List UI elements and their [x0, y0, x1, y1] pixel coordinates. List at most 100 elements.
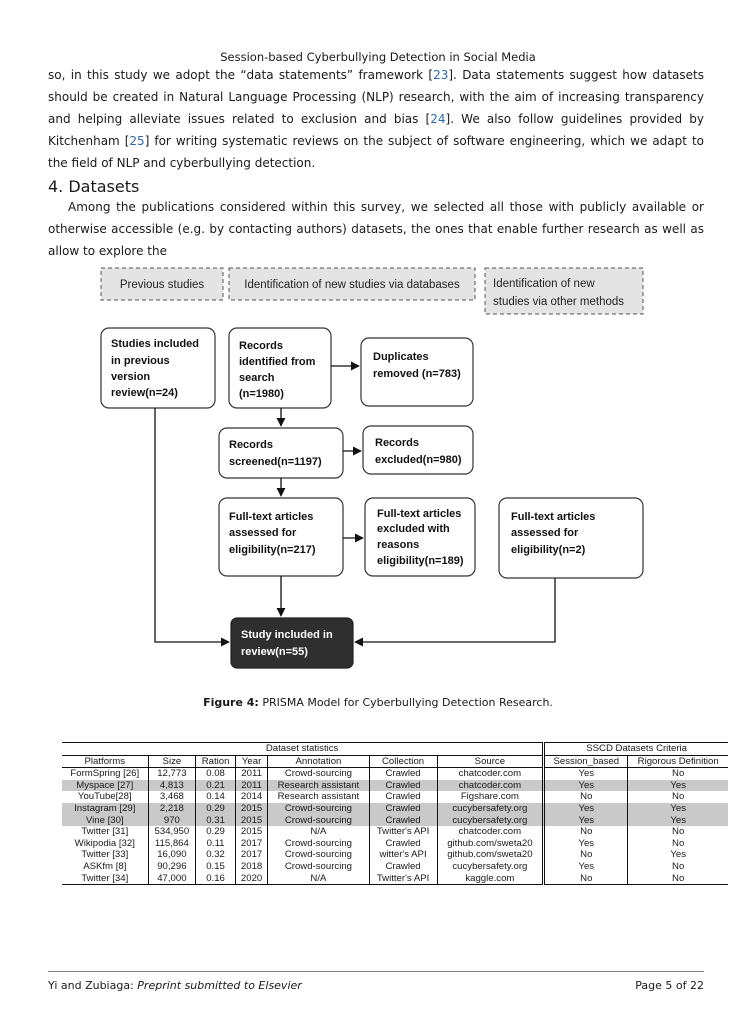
table-cell: 47,000 — [147, 872, 196, 885]
citation-link[interactable]: 25 — [129, 134, 145, 148]
table-cell: FormSpring [26] — [70, 768, 140, 780]
header-other-label-1: Identification of new — [493, 278, 595, 290]
table-cell: Yes — [542, 860, 628, 873]
prisma-flow-diagram: Previous studies Identification of new s… — [100, 267, 644, 669]
table-cell: Yes — [627, 779, 728, 792]
table-cell: No — [542, 791, 628, 803]
table-cell: No — [627, 860, 728, 873]
table-cell: Crowd-sourcing — [267, 860, 370, 873]
table-cell: Crawled — [368, 802, 438, 815]
dataset-table: Dataset statistics SSCD Datasets Criteri… — [62, 742, 728, 885]
table-group-right: SSCD Datasets Criteria — [542, 742, 728, 756]
box-records-screened: Records screened(n=1197) — [218, 427, 344, 479]
table-cell: 4,813 — [147, 779, 196, 792]
table-cell: cucybersafety.org — [436, 802, 544, 815]
table-cell: 2020 — [234, 872, 268, 885]
table-cell: N/A — [267, 872, 370, 885]
table-cell: Twitter [31] — [81, 826, 129, 838]
table-cell: 0.15 — [195, 860, 236, 873]
table-cell: Crowd-sourcing — [267, 837, 370, 850]
table-cell: Twitter's API — [368, 826, 438, 838]
table-cell: Twitter [34] — [81, 872, 129, 884]
table-cell: 534,950 — [147, 826, 196, 838]
table-cell: witter's API — [368, 849, 438, 861]
footer-rule — [48, 971, 704, 972]
table-cell: 2,218 — [147, 802, 196, 815]
box-fulltext-excluded: Full-text articles excluded with reasons… — [364, 497, 476, 577]
table-cell: 0.29 — [195, 802, 236, 815]
table-column-header: Rigorous Definition — [627, 755, 728, 768]
table-cell: 0.08 — [195, 767, 236, 780]
footer-citation: Yi and Zubiaga: Preprint submitted to El… — [48, 979, 302, 992]
table-cell: Yes — [627, 814, 728, 827]
table-cell: Research assistant — [267, 779, 370, 792]
table-cell: Crowd-sourcing — [267, 849, 370, 861]
intro-paragraph: so, in this study we adopt the “data sta… — [48, 68, 705, 170]
table-cell: 12,773 — [147, 767, 196, 780]
table-column-header: Annotation — [267, 755, 370, 768]
svg-text:Full-text articles asses: Full-text articles assessed for eligibil… — [229, 511, 316, 556]
header-databases: Identification of new studies via databa… — [228, 267, 476, 301]
table-cell: Figshare.com — [436, 791, 544, 803]
figure-caption: Figure 4: PRISMA Model for Cyberbullying… — [203, 696, 553, 709]
table-cell: 970 — [147, 814, 196, 827]
table-cell: 0.14 — [195, 791, 236, 803]
table-group-left: Dataset statistics — [62, 742, 544, 756]
citation-link[interactable]: 24 — [430, 112, 446, 126]
table-cell: 16,090 — [147, 849, 196, 861]
svg-text:Study included in review: Study included in review(n=55) — [241, 629, 336, 658]
table-cell: No — [627, 837, 728, 850]
table-cell: No — [627, 767, 728, 780]
table-cell: 2017 — [234, 849, 268, 861]
table-cell: Crawled — [368, 791, 438, 803]
table-cell: Twitter [33] — [81, 849, 129, 861]
table-cell: Crawled — [368, 767, 438, 780]
table-cell: No — [627, 791, 728, 803]
section-heading: 4. Datasets — [48, 177, 140, 196]
citation-link[interactable]: 23 — [433, 68, 449, 82]
box-study-included: Study included in review(n=55) — [230, 617, 354, 669]
table-cell: Wikipodia [32] — [74, 837, 135, 849]
table-cell: YouTube[28] — [77, 791, 132, 803]
box-previous-included: Studies included in previous version rev… — [100, 327, 216, 409]
table-cell: chatcoder.com — [436, 826, 544, 838]
table-cell: Crowd-sourcing — [267, 767, 370, 780]
svg-text:Studies included in prev: Studies included in previous version rev… — [111, 338, 202, 399]
table-cell: Yes — [542, 814, 628, 827]
table-column-header: Collection — [368, 755, 438, 768]
page-number: Page 5 of 22 — [635, 979, 704, 992]
table-column-header: Source — [436, 755, 544, 768]
table-cell: github.com/sweta20 — [436, 837, 544, 850]
table-cell: 0.31 — [195, 814, 236, 827]
table-cell: Yes — [542, 837, 628, 850]
table-cell: 0.16 — [195, 872, 236, 885]
table-cell: kaggle.com — [436, 872, 544, 885]
table-cell: cucybersafety.org — [436, 860, 544, 873]
box-other-assessed: Full-text articles assessed for eligibil… — [498, 497, 644, 579]
header-other-methods: Identification of new studies via other … — [484, 267, 644, 315]
table-cell: 0.21 — [195, 779, 236, 792]
table-cell: Vine [30] — [62, 814, 149, 827]
header-databases-label: Identification of new studies via databa… — [244, 279, 460, 291]
svg-text:Records screened(n=1197): Records screened(n=1197) — [229, 439, 322, 468]
table-cell: chatcoder.com — [436, 779, 544, 792]
table-cell: Research assistant — [267, 791, 370, 803]
table-cell: No — [627, 826, 728, 838]
table-column-header: Year — [234, 755, 268, 768]
running-header: Session-based Cyberbullying Detection in… — [220, 50, 536, 64]
table-cell: 115,864 — [147, 837, 196, 850]
table-cell: 90,296 — [147, 860, 196, 873]
table-cell: Crowd-sourcing — [267, 802, 370, 815]
table-cell: Myspace [27] — [62, 779, 149, 792]
table-column-header: Ration — [195, 755, 236, 768]
table-cell: chatcoder.com — [436, 767, 544, 780]
